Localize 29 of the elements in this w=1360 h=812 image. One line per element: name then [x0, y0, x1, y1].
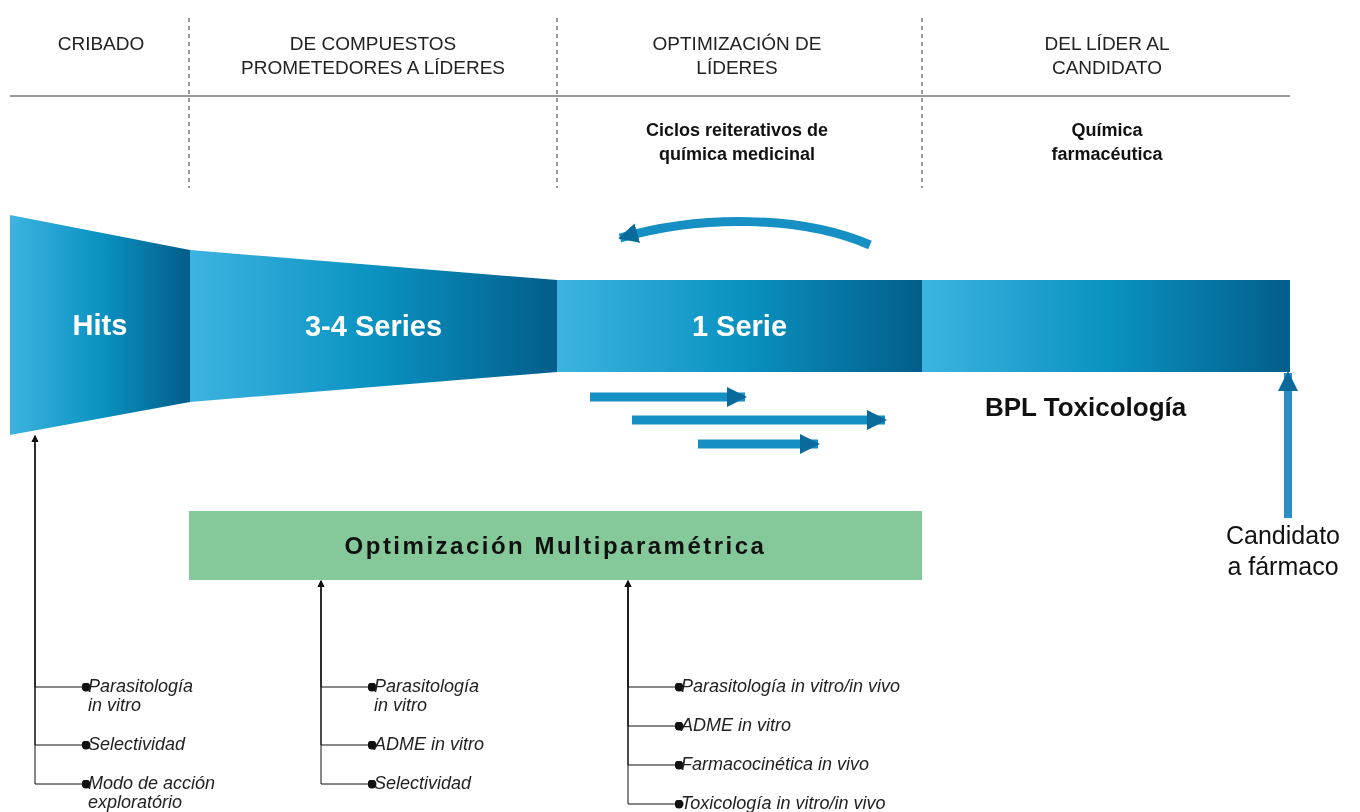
candidate-label: Candidato a fármaco	[1218, 520, 1348, 582]
box-title: Optimización Multiparamétrica	[344, 531, 767, 560]
funnel-segment	[190, 250, 557, 402]
test-item: Modo de acción exploratório	[88, 774, 248, 812]
test-item: Selectividad	[88, 735, 238, 754]
segment-label: 3-4 Series	[304, 309, 442, 343]
column-note: Química farmacéutica	[1050, 119, 1164, 166]
test-item: Farmacocinética in vivo	[681, 755, 981, 774]
segment-label: Hits	[72, 308, 128, 342]
column-note: Ciclos reiterativos de química medicinal	[644, 119, 830, 166]
test-item: ADME in vitro	[374, 735, 574, 754]
parameter-box	[189, 511, 922, 580]
segment-label: 1 Serie	[691, 309, 788, 343]
arrow	[624, 580, 684, 809]
test-item: Parasitología in vitro	[374, 677, 488, 715]
funnel-segment	[10, 215, 190, 435]
funnel-segment	[557, 280, 922, 372]
column-header: CRIBADO	[56, 32, 146, 56]
column-header: DE COMPUESTOS PROMETEDORES A LÍDERES	[240, 32, 506, 80]
test-item: ADME in vitro	[681, 716, 981, 735]
arrow	[317, 580, 377, 789]
test-item: Parasitología in vitro/in vivo	[681, 677, 981, 696]
test-item: Parasitología in vitro	[88, 677, 202, 715]
test-item: Toxicología in vitro/in vivo	[681, 794, 981, 812]
test-item: Selectividad	[374, 774, 574, 793]
column-header: DEL LÍDER AL CANDIDATO	[1043, 32, 1171, 80]
stage-note: BPL Toxicología	[985, 392, 1187, 423]
funnel-segment	[922, 280, 1290, 372]
column-header: OPTIMIZACIÓN DE LÍDERES	[652, 32, 822, 80]
